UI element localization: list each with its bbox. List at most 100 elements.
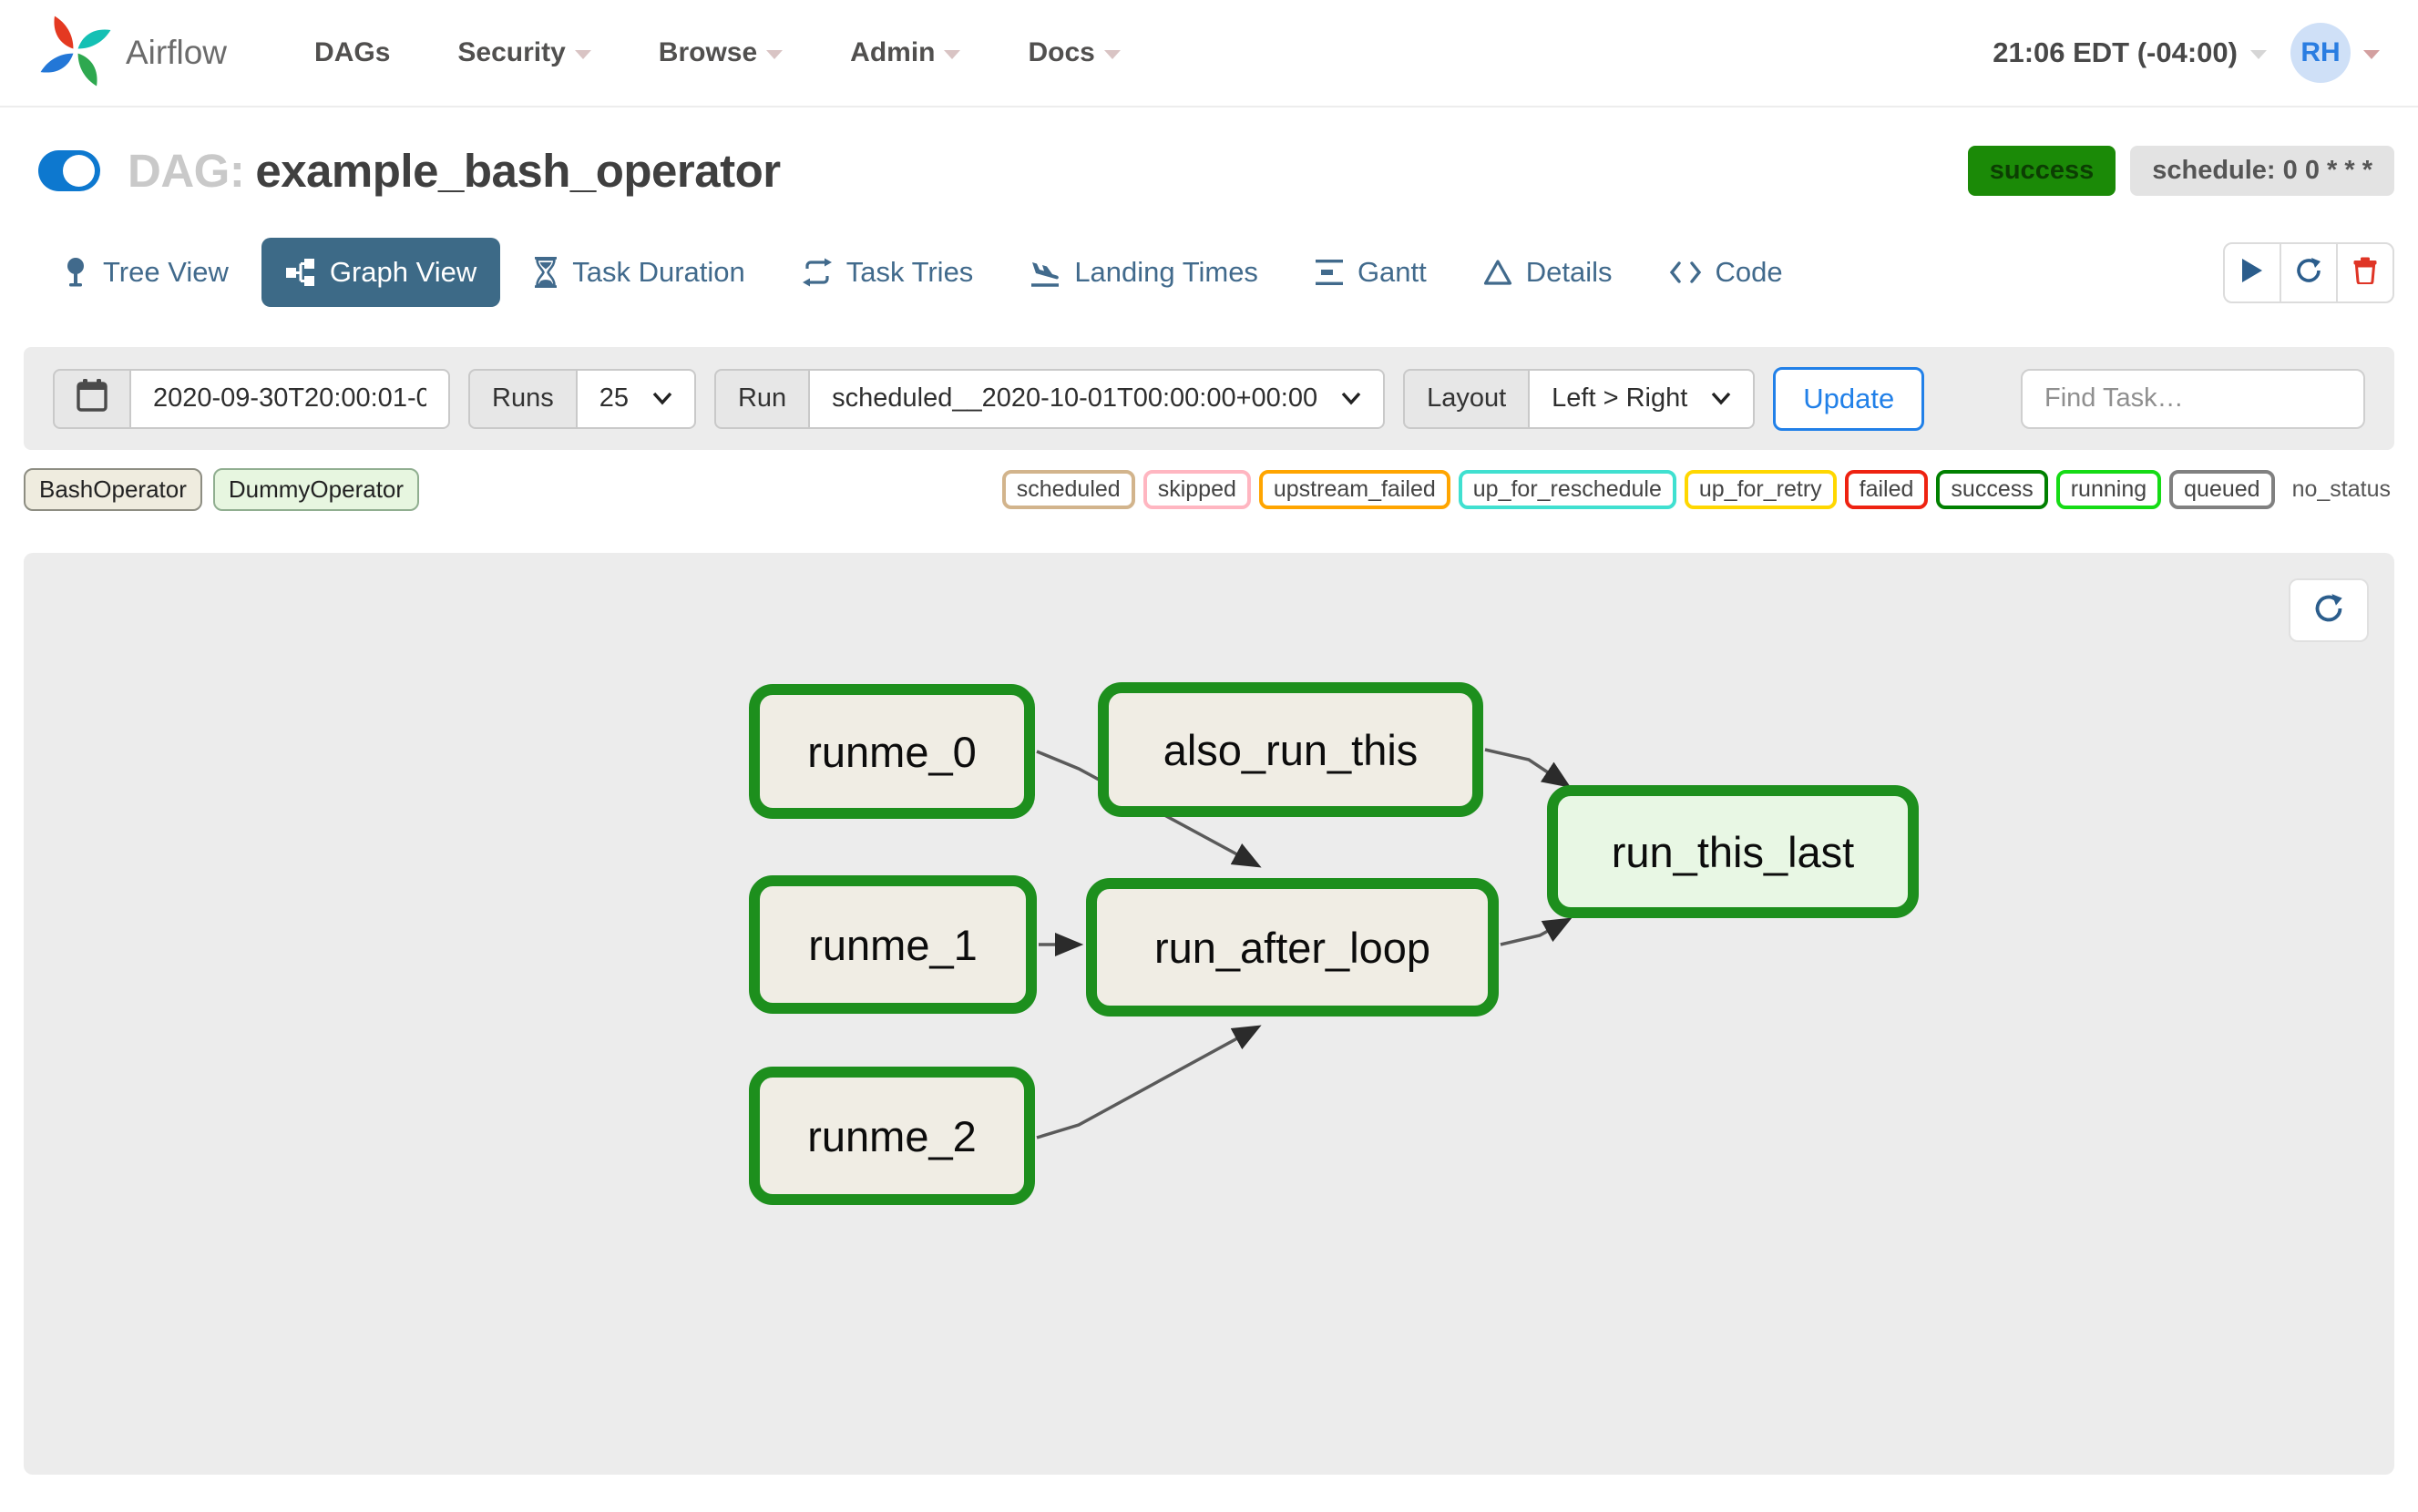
graph-refresh-button[interactable] (2289, 578, 2369, 642)
top-navbar: Airflow DAGs Security Browse Admin Docs … (0, 0, 2418, 107)
run-select[interactable]: scheduled__2020-10-01T00:00:00+00:00 (808, 368, 1386, 429)
task-node-runme_2[interactable]: runme_2 (749, 1067, 1035, 1205)
base-date-field[interactable] (129, 368, 450, 429)
trigger-dag-button[interactable] (2223, 241, 2281, 303)
view-tabs-row: Tree View Graph View Task Duration Task … (38, 238, 2394, 307)
edge-also_run_this-run_this_last (1484, 748, 1572, 788)
menu-dags[interactable]: DAGs (314, 37, 391, 67)
run-group: Run scheduled__2020-10-01T00:00:00+00:00 (713, 368, 1386, 429)
dag-graph-canvas[interactable]: runme_0 also_run_this run_this_last runm… (24, 553, 2394, 1475)
status-queued: queued (2169, 470, 2275, 509)
status-failed: failed (1844, 470, 1929, 509)
dag-edges (1036, 748, 1573, 1139)
main-menu: DAGs Security Browse Admin Docs (314, 37, 1121, 68)
chevron-down-icon (1341, 392, 1361, 405)
status-scheduled: scheduled (1001, 470, 1135, 509)
task-node-runme_0[interactable]: runme_0 (749, 684, 1035, 819)
task-node-run_after_loop[interactable]: run_after_loop (1086, 878, 1499, 1017)
caret-down-icon (2250, 50, 2267, 59)
edge-run_after_loop-run_this_last (1500, 917, 1573, 946)
tab-task-tries[interactable]: Task Tries (778, 238, 998, 307)
menu-docs[interactable]: Docs (1028, 37, 1121, 68)
tab-graph-view[interactable]: Graph View (261, 238, 501, 307)
status-no-status: no_status (2291, 476, 2391, 502)
play-icon (2240, 257, 2264, 289)
schedule-badge[interactable]: schedule: 0 0 * * * (2130, 146, 2394, 196)
caret-down-icon (2363, 50, 2380, 59)
edge-runme_0-run_after_loop (1036, 750, 1262, 868)
legend-dummy-operator: DummyOperator (212, 468, 420, 511)
hourglass-icon (533, 257, 558, 288)
refresh-dag-button[interactable] (2280, 241, 2338, 303)
delete-dag-button[interactable] (2336, 241, 2394, 303)
status-upstream-failed: upstream_failed (1258, 470, 1450, 509)
layout-select[interactable]: Left > Right (1528, 368, 1756, 429)
status-running: running (2055, 470, 2162, 509)
status-skipped: skipped (1142, 470, 1251, 509)
chevron-down-icon (1712, 392, 1731, 405)
user-menu[interactable]: RH (2290, 23, 2380, 83)
navbar-right: 21:06 EDT (-04:00) RH (1993, 23, 2380, 83)
page-title: DAG:example_bash_operator (128, 144, 781, 198)
task-node-runme_1[interactable]: runme_1 (749, 875, 1037, 1014)
update-button[interactable]: Update (1773, 366, 1925, 431)
run-label: Run (713, 368, 811, 429)
base-date-input[interactable] (153, 383, 426, 414)
status-legend: scheduled skipped upstream_failed up_for… (1001, 470, 2394, 509)
dag-pause-toggle[interactable] (38, 150, 100, 191)
tab-details[interactable]: Details (1460, 238, 1636, 307)
caret-down-icon (574, 50, 591, 59)
caret-down-icon (1103, 50, 1121, 59)
legend-row: BashOperator DummyOperator scheduled ski… (24, 468, 2394, 511)
legend-bash-operator: BashOperator (24, 468, 202, 511)
menu-admin[interactable]: Admin (850, 37, 961, 68)
chevron-down-icon (652, 392, 672, 405)
refresh-icon (2295, 257, 2322, 289)
layout-label: Layout (1403, 368, 1531, 429)
task-node-run_this_last[interactable]: run_this_last (1547, 785, 1919, 918)
avatar[interactable]: RH (2290, 23, 2351, 83)
tab-gantt[interactable]: Gantt (1291, 238, 1450, 307)
dag-action-buttons (2223, 241, 2394, 303)
retry-arrows-icon (802, 258, 833, 287)
airflow-brand[interactable]: Airflow (38, 14, 227, 93)
triangle-icon (1483, 259, 1512, 286)
tab-tree-view[interactable]: Tree View (38, 238, 252, 307)
status-success: success (1936, 470, 2048, 509)
tab-landing-times[interactable]: Landing Times (1006, 238, 1282, 307)
trash-icon (2352, 257, 2378, 289)
refresh-icon (2313, 593, 2344, 628)
find-task-input[interactable] (2021, 368, 2365, 429)
runs-group: Runs 25 (468, 368, 696, 429)
base-date-group (53, 368, 450, 429)
dag-prefix: DAG: (128, 145, 245, 197)
edge-runme_2-run_after_loop (1036, 1025, 1262, 1139)
dag-name: example_bash_operator (255, 145, 781, 197)
find-task-wrap (2021, 368, 2365, 429)
calendar-icon (77, 378, 108, 419)
code-brackets-icon (1669, 260, 1702, 285)
dag-header: DAG:example_bash_operator success schedu… (38, 144, 2394, 198)
caret-down-icon (944, 50, 961, 59)
clock-text: 21:06 EDT (-04:00) (1993, 36, 2238, 68)
runs-select[interactable]: 25 (575, 368, 696, 429)
caret-down-icon (766, 50, 784, 59)
plane-landing-icon (1030, 257, 1060, 288)
task-node-also_run_this[interactable]: also_run_this (1098, 682, 1483, 817)
graph-filter-bar: Runs 25 Run scheduled__2020-10-01T00:00:… (24, 347, 2394, 450)
timezone-selector[interactable]: 21:06 EDT (-04:00) (1993, 36, 2267, 69)
runs-label: Runs (468, 368, 578, 429)
status-up-for-retry: up_for_retry (1684, 470, 1837, 509)
tab-task-duration[interactable]: Task Duration (509, 238, 769, 307)
dag-status-badge: success (1967, 146, 2116, 196)
layout-group: Layout Left > Right (1403, 368, 1756, 429)
brand-name: Airflow (126, 34, 228, 71)
toggle-knob (63, 155, 95, 187)
menu-security[interactable]: Security (457, 37, 591, 68)
menu-browse[interactable]: Browse (659, 37, 784, 68)
tree-view-icon (62, 257, 89, 288)
view-tabs: Tree View Graph View Task Duration Task … (38, 238, 1807, 307)
tab-code[interactable]: Code (1645, 238, 1807, 307)
airflow-logo-icon (38, 14, 113, 93)
calendar-button[interactable] (53, 368, 131, 429)
